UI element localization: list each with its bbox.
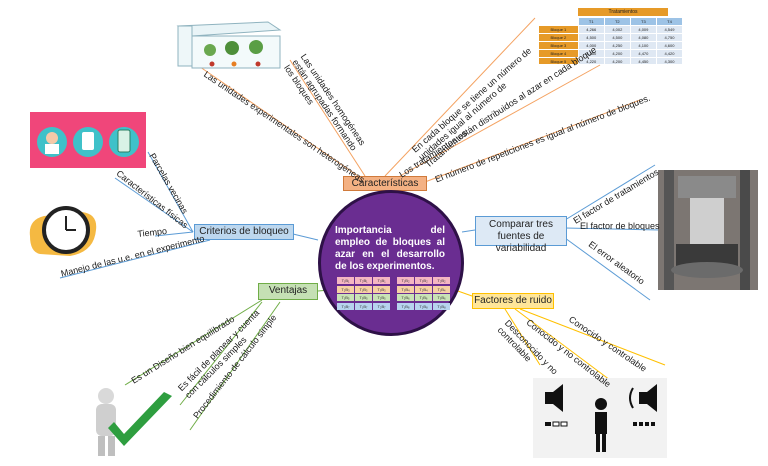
table-cell: 4,600 xyxy=(655,41,684,50)
ventajas-node[interactable]: Ventajas xyxy=(258,283,318,300)
center-grid-cell: T₂B₄ xyxy=(415,285,432,293)
speaker-person-illustration xyxy=(533,378,667,458)
connector-factores-2 xyxy=(514,308,611,381)
center-grid-cell: T₁B₄ xyxy=(433,285,450,293)
comparar-node[interactable]: Comparar tres fuentes de variabilidad xyxy=(475,216,567,254)
table-cell: 4,200 xyxy=(603,57,631,64)
center-grid-cell: T₁B₂ xyxy=(397,277,414,284)
table-cell: 4,009 xyxy=(629,25,657,34)
center-grid-cell: T₂B₇ xyxy=(373,302,390,310)
table-cell: 4,500 xyxy=(603,33,631,42)
table-cell: 4,750 xyxy=(655,33,684,42)
ventajas-label: Ventajas xyxy=(268,285,308,296)
table-header-cell: T3 xyxy=(629,17,657,26)
comparar-item-2: El factor de bloques xyxy=(580,221,660,231)
center-grid-cell: T₂B₃ xyxy=(337,285,354,293)
central-topic-title: Importancia del empleo de bloques al aza… xyxy=(335,225,445,272)
greenhouse-illustration xyxy=(172,14,284,70)
factores-label: Factores de ruido xyxy=(474,295,552,306)
thumbs-up-check-illustration xyxy=(84,386,178,460)
connector-caracteristicas-1 xyxy=(189,59,359,177)
center-grid-cell: T₁B₆ xyxy=(415,294,432,301)
table-cell: 4,300 xyxy=(655,57,684,64)
center-grid-cell: T₂B₁ xyxy=(355,277,372,284)
center-grid-cell: T₁B₅ xyxy=(337,294,354,301)
table-cell: 4,549 xyxy=(655,25,684,34)
center-grid-cell: T₃B₆ xyxy=(433,294,450,301)
center-grid-cell: T₁B₈ xyxy=(397,302,414,310)
center-grid-cell: T₃B₅ xyxy=(355,294,372,301)
connector-factores-3 xyxy=(504,308,541,366)
center-grid-cell: T₂B₈ xyxy=(415,302,432,310)
table-header-cell xyxy=(538,17,579,26)
table-cell: 4,450 xyxy=(629,57,657,64)
table-cell: 4,080 xyxy=(629,33,657,42)
connector-caracteristicas-5 xyxy=(424,99,641,183)
table-header-cell: T1 xyxy=(577,17,605,26)
connector-ventajas-3 xyxy=(189,301,281,431)
criterios-node[interactable]: Criterios de bloqueo xyxy=(194,224,294,240)
center-grid-cell: T₁B₇ xyxy=(355,302,372,310)
compression-machine-photo xyxy=(658,170,758,290)
center-grid-cell: T₂B₅ xyxy=(373,294,390,301)
table-title: Tratamientos xyxy=(578,8,668,16)
table-header-cell: T4 xyxy=(655,17,684,26)
central-topic[interactable]: Importancia del empleo de bloques al aza… xyxy=(318,190,464,336)
center-grid-cell: T₂B₆ xyxy=(397,294,414,301)
center-grid-cell: T₁B₃ xyxy=(355,285,372,293)
caracteristicas-label: Características xyxy=(351,178,419,189)
table-cell: Bloque 2 xyxy=(538,33,579,42)
connector-caracteristicas-4 xyxy=(399,64,601,177)
connector-ventajas-1 xyxy=(124,299,263,386)
table-cell: 4,470 xyxy=(629,49,657,58)
table-header-cell: T2 xyxy=(603,17,631,26)
people-icons-banner xyxy=(30,112,146,168)
table-cell: 4,500 xyxy=(577,33,605,42)
connector-ventajas-2 xyxy=(179,301,263,406)
factores-node[interactable]: Factores de ruido xyxy=(472,293,554,309)
connector-criterios-2 xyxy=(114,177,194,233)
table-cell: 4,250 xyxy=(603,41,631,50)
center-grid-cell: T₃B₈ xyxy=(433,302,450,310)
table-cell: 4,100 xyxy=(629,41,657,50)
table-cell: Bloque 3 xyxy=(538,41,579,50)
center-grid-cell: T₁B₁ xyxy=(337,277,354,284)
connector-comparar-2 xyxy=(564,227,661,231)
clock-illustration xyxy=(26,200,100,258)
connector-caracteristicas-3 xyxy=(384,17,536,177)
connector-center-comparar xyxy=(461,229,476,233)
comparar-label: Comparar tres fuentes de variabilidad xyxy=(489,219,553,254)
table-cell: 4,002 xyxy=(603,25,631,34)
table-cell: 4,420 xyxy=(655,49,684,58)
connector-factores-1 xyxy=(519,308,666,366)
center-grid-cell: T₃B₄ xyxy=(397,285,414,293)
criterios-label: Criterios de bloqueo xyxy=(199,226,289,237)
connector-comparar-3 xyxy=(564,237,651,301)
table-cell: Bloque 1 xyxy=(538,25,579,34)
connector-center-criterios xyxy=(292,233,319,241)
connector-caracteristicas-2 xyxy=(289,59,366,177)
connector-criterios-1 xyxy=(147,151,194,233)
table-cell: 4,200 xyxy=(603,49,631,58)
center-grid-cell: T₃B₇ xyxy=(337,302,354,310)
connector-criterios-4 xyxy=(59,239,211,279)
center-grid-cell: T₃B₃ xyxy=(373,285,390,293)
center-grid-cell: T₃B₂ xyxy=(415,277,432,284)
connector-criterios-3 xyxy=(154,231,194,237)
table-cell: 4,266 xyxy=(577,25,605,34)
connector-comparar-1 xyxy=(564,164,656,221)
center-grid-cell: T₃B₁ xyxy=(373,277,390,284)
center-grid-cell: T₂B₂ xyxy=(433,277,450,284)
